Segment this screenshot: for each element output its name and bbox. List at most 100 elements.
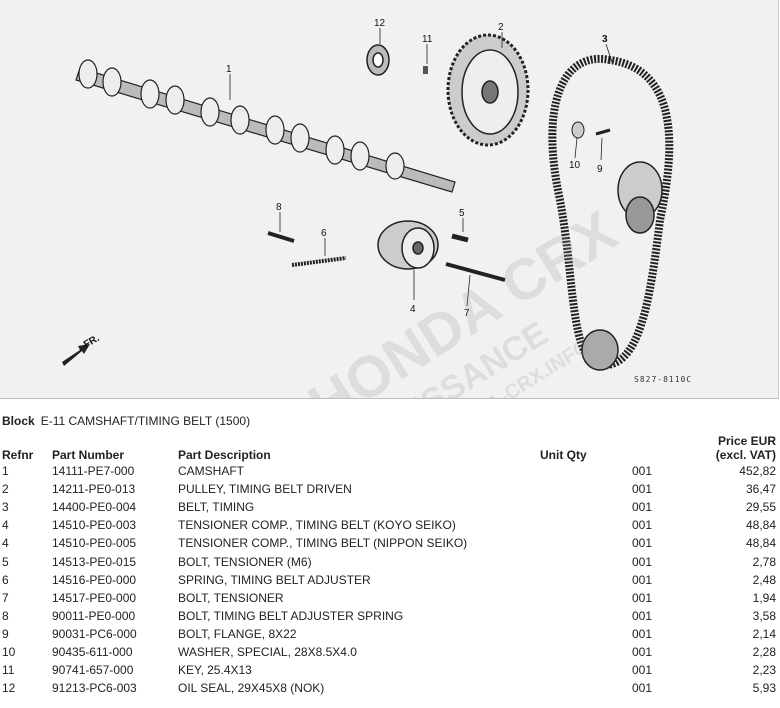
refnr-cell: 10: [2, 644, 16, 659]
header-price: Price EUR (excl. VAT): [712, 434, 780, 462]
callout-2: 2: [498, 22, 504, 33]
description-cell: SPRING, TIMING BELT ADJUSTER: [178, 572, 371, 587]
part-number-cell: 14516-PE0-000: [52, 572, 137, 587]
part-number-cell: 90011-PE0-000: [52, 608, 136, 623]
table-row[interactable]: 8 90011-PE0-000 BOLT, TIMING BELT ADJUSTER…: [0, 607, 780, 625]
callout-labels: 1 2 3 4 5 6 7 8 9 10 11 12: [226, 18, 608, 319]
header-description: Part Description: [178, 448, 271, 462]
callout-10: 10: [569, 160, 581, 171]
refnr-cell: 6: [2, 572, 9, 587]
unit-qty-cell: 001: [631, 536, 652, 551]
unit-qty-cell: 001: [631, 608, 652, 623]
adjuster-spring-part[interactable]: [291, 256, 347, 267]
block-label: Block: [2, 414, 35, 428]
unit-qty-cell: 001: [631, 681, 652, 696]
unit-qty-cell: 001: [631, 464, 652, 479]
price-cell: 29,55: [745, 500, 776, 515]
front-direction-arrow: FR.: [62, 333, 102, 366]
camshaft-part[interactable]: [75, 59, 456, 193]
callout-1: 1: [226, 64, 232, 75]
header-unit-qty: Unit Qty: [540, 448, 587, 462]
timing-belt-part[interactable]: [548, 54, 674, 371]
refnr-cell: 4: [2, 536, 9, 551]
unit-qty-cell: 001: [631, 663, 652, 678]
tensioner-part[interactable]: [377, 220, 439, 270]
adjuster-spring-bolt-part[interactable]: [267, 231, 295, 243]
description-cell: BOLT, FLANGE, 8X22: [178, 626, 297, 641]
table-row[interactable]: 12 91213-PC6-003 OIL SEAL, 29X45X8 (NOK) 00…: [0, 679, 780, 697]
header-refnr: Refnr: [2, 448, 34, 462]
part-number-cell: 14510-PE0-005: [52, 536, 137, 551]
description-cell: BOLT, TIMING BELT ADJUSTER SPRING: [178, 608, 404, 623]
part-number-cell: 14211-PE0-013: [52, 482, 136, 497]
part-number-cell: 90031-PC6-000: [52, 626, 137, 641]
block-title: Block E-11 CAMSHAFT/TIMING BELT (1500): [2, 414, 250, 428]
callout-11: 11: [422, 34, 433, 45]
price-cell: 48,84: [745, 536, 776, 551]
price-cell: 2,78: [752, 554, 776, 569]
part-number-cell: 14517-PE0-000: [52, 590, 137, 605]
callout-12: 12: [374, 18, 386, 29]
exploded-view-drawing: 1 2 3 4 5 6 7 8 9 10 11 12 FR. S827-8110…: [62, 18, 691, 398]
unit-qty-cell: 001: [631, 590, 652, 605]
price-cell: 5,93: [752, 681, 776, 696]
part-number-cell: 14400-PE0-004: [52, 500, 137, 515]
part-number-cell: 90435-611-000: [52, 644, 133, 659]
oil-seal-part[interactable]: [366, 44, 390, 76]
callout-8: 8: [276, 202, 282, 213]
price-cell: 2,48: [752, 572, 776, 587]
price-cell: 3,58: [752, 608, 776, 623]
unit-qty-cell: 001: [631, 572, 652, 587]
unit-qty-cell: 001: [631, 482, 652, 497]
description-cell: BELT, TIMING: [178, 500, 255, 515]
price-cell: 1,94: [752, 590, 776, 605]
tensioner-bolt-part[interactable]: [445, 262, 506, 282]
description-cell: OIL SEAL, 29X45X8 (NOK): [178, 681, 325, 696]
part-number-cell: 14513-PE0-015: [52, 554, 137, 569]
description-cell: BOLT, TENSIONER (M6): [178, 554, 312, 569]
price-cell: 452,82: [739, 464, 776, 479]
description-cell: WASHER, SPECIAL, 28X8.5X4.0: [178, 644, 357, 659]
block-name: E-11 CAMSHAFT/TIMING BELT (1500): [40, 414, 251, 428]
table-row[interactable]: 10 90435-611-000 WASHER, SPECIAL, 28X8.5X4…: [0, 643, 780, 661]
callout-6: 6: [321, 228, 327, 239]
callout-4: 4: [410, 304, 416, 315]
table-header-row: Refnr Part Number Part Description Unit …: [0, 434, 780, 462]
part-number-cell: 14510-PE0-003: [52, 518, 137, 533]
header-price-line2: (excl. VAT): [715, 448, 776, 462]
key-part[interactable]: [423, 66, 428, 74]
header-price-line1: Price EUR: [717, 434, 776, 448]
description-cell: TENSIONER COMP., TIMING BELT (NIPPON SEI…: [178, 536, 468, 551]
refnr-cell: 8: [2, 608, 9, 623]
direction-label: FR.: [82, 333, 102, 351]
table-row[interactable]: 6 14516-PE0-000 SPRING, TIMING BELT ADJUST…: [0, 571, 780, 589]
callout-3: 3: [602, 34, 608, 45]
description-cell: BOLT, TENSIONER: [178, 590, 284, 605]
description-cell: CAMSHAFT: [178, 464, 244, 479]
refnr-cell: 12: [2, 681, 16, 696]
callout-7: 7: [464, 308, 470, 319]
refnr-cell: 2: [2, 482, 9, 497]
table-row[interactable]: 4 14510-PE0-005 TENSIONER COMP., TIMING BE…: [0, 534, 780, 552]
part-number-cell: 91213-PC6-003: [52, 681, 137, 696]
description-cell: KEY, 25.4X13: [178, 663, 252, 678]
timing-belt-pulley-part[interactable]: [446, 33, 530, 147]
unit-qty-cell: 001: [631, 518, 652, 533]
flange-bolt-part[interactable]: [595, 128, 611, 136]
unit-qty-cell: 001: [631, 644, 652, 659]
unit-qty-cell: 001: [631, 554, 652, 569]
tensioner-bolt-m6-part[interactable]: [451, 233, 469, 243]
part-number-cell: 14111-PE7-000: [52, 464, 135, 479]
price-cell: 2,28: [752, 644, 776, 659]
washer-part[interactable]: [571, 121, 585, 139]
refnr-cell: 11: [2, 663, 15, 678]
unit-qty-cell: 001: [631, 626, 652, 641]
